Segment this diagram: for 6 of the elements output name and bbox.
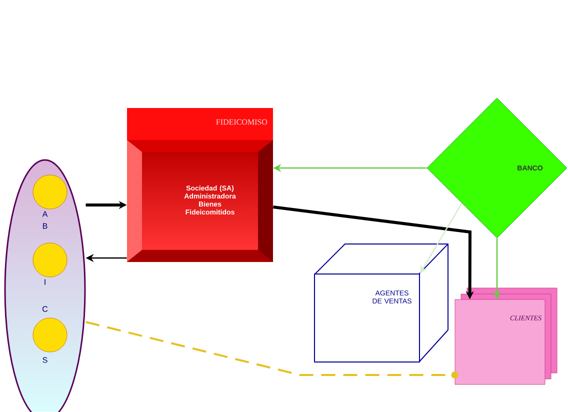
ellipse-group bbox=[4, 159, 86, 412]
arrow bbox=[86, 321, 458, 378]
letter-label: B bbox=[43, 223, 48, 229]
circle-marker bbox=[32, 174, 68, 210]
circle-marker bbox=[32, 318, 68, 352]
circle-marker bbox=[32, 242, 68, 278]
